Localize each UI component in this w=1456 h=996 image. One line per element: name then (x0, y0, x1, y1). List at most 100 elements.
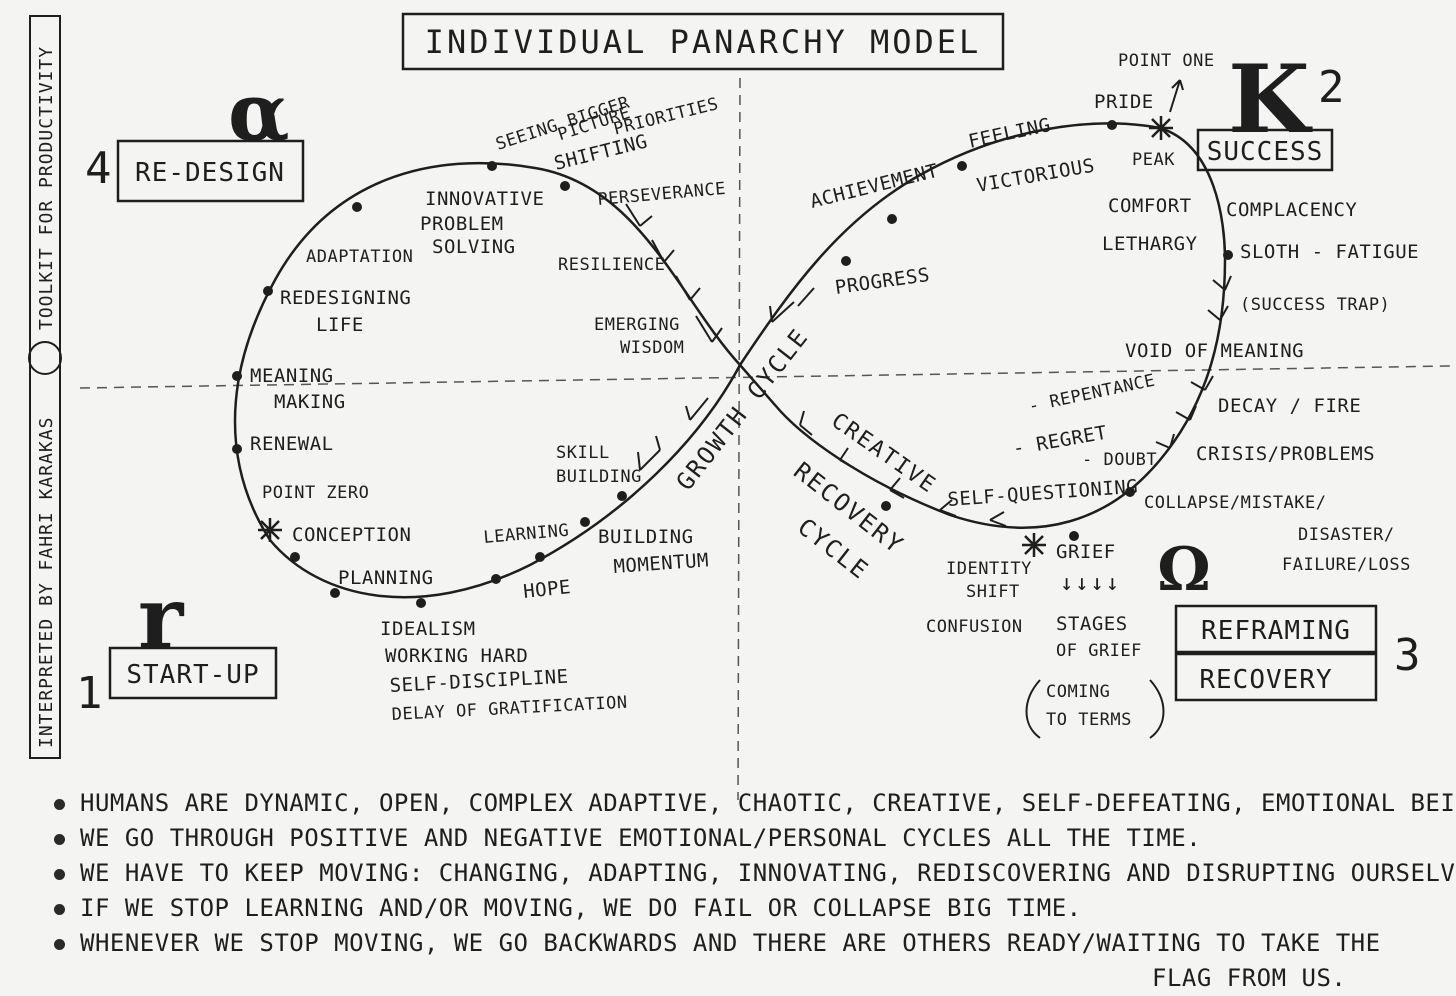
building-skill-label: BUILDING (556, 467, 642, 487)
learning-label: LEARNING (483, 521, 570, 548)
building-momentum-label-2: MOMENTUM (613, 549, 710, 578)
making-label: MAKING (274, 391, 346, 413)
peak-label: PEAK (1132, 150, 1175, 170)
startup-box (108, 646, 278, 700)
wisdom-label: WISDOM (620, 338, 684, 358)
phase-number-1: 1 (76, 668, 103, 719)
coming-to-terms-bracket-left (1025, 679, 1041, 739)
point-one-label: POINT ONE (1118, 51, 1215, 71)
grief-down-arrows: ↓↓↓↓ (1060, 571, 1121, 596)
omega-symbol: Ω (1157, 535, 1210, 605)
infinity-loop-right (738, 122, 1227, 529)
infinity-loop-left (233, 161, 742, 599)
author-logo (28, 341, 62, 375)
identity-shift-burst (1022, 533, 1046, 557)
success-trap-label: (SUCCESS TRAP) (1240, 295, 1390, 315)
skill-label: SKILL (556, 443, 610, 463)
to-terms-label: TO TERMS (1046, 710, 1132, 730)
point-one-arrow (1169, 79, 1184, 113)
sloth-fatigue-label: SLOTH - FATIGUE (1240, 241, 1419, 263)
phase-number-2: 2 (1318, 62, 1345, 113)
pride-label: PRIDE (1094, 91, 1154, 113)
collapse-label: COLLAPSE/MISTAKE/ (1144, 493, 1327, 513)
doubt-label: - DOUBT (1082, 450, 1157, 470)
disaster-label: DISASTER/ (1298, 525, 1395, 545)
failure-loss-label: FAILURE/LOSS (1282, 555, 1411, 575)
recovery-label: RECOVERY (1199, 665, 1332, 695)
credit-box (29, 15, 61, 759)
coming-to-terms-bracket-right (1149, 679, 1165, 739)
success-label: SUCCESS (1207, 137, 1324, 167)
credit-suffix: TOOLKIT FOR PRODUCTIVITY (36, 46, 57, 330)
perseverance-label: PERSEVERANCE (597, 179, 727, 210)
of-grief-label: OF GRIEF (1056, 641, 1142, 661)
crisis-problems-label: CRISIS/PROBLEMS (1196, 443, 1375, 465)
stage-dots (232, 120, 1233, 608)
lethargy-label: LETHARGY (1102, 233, 1198, 255)
confusion-label: CONFUSION (926, 617, 1023, 637)
recovery-box (1174, 652, 1378, 702)
solving-label: SOLVING (432, 236, 516, 258)
note-item: HUMANS ARE DYNAMIC, OPEN, COMPLEX ADAPTI… (52, 786, 1456, 821)
conception-label: CONCEPTION (292, 524, 411, 546)
startup-label: START-UP (126, 660, 259, 690)
self-discipline-label: SELF-DISCIPLINE (389, 666, 569, 697)
progress-label: PROGRESS (834, 264, 932, 299)
note-item-continuation: FLAG FROM US. (1152, 964, 1347, 992)
page-title: INDIVIDUAL PANARCHY MODEL (425, 23, 982, 61)
delay-gratification-label: DELAY OF GRATIFICATION (391, 693, 628, 725)
alpha-symbol: α (228, 65, 290, 159)
title-box (401, 12, 1005, 71)
growth-arrows (625, 203, 815, 471)
phase-number-3: 3 (1394, 630, 1421, 681)
repentance-label: - REPENTANCE (1027, 371, 1157, 417)
note-item: WHENEVER WE STOP MOVING, WE GO BACKWARDS… (52, 926, 1442, 961)
growth-cycle-label: GROWTH CYCLE (671, 323, 815, 496)
meaning-label: MEANING (250, 365, 334, 387)
problem-label: PROBLEM (420, 213, 504, 235)
note-item: WE HAVE TO KEEP MOVING: CHANGING, ADAPTI… (52, 856, 1456, 891)
building-momentum-label-1: BUILDING (598, 526, 694, 548)
reframing-box (1174, 604, 1378, 654)
r-symbol: r (138, 568, 185, 669)
reframing-label: REFRAMING (1201, 616, 1351, 646)
resilience-label: RESILIENCE (558, 255, 665, 275)
success-box (1196, 128, 1334, 172)
working-hard-label: WORKING HARD (385, 645, 528, 667)
innovative-label: INNOVATIVE (425, 188, 544, 210)
notes-list: HUMANS ARE DYNAMIC, OPEN, COMPLEX ADAPTI… (52, 786, 1456, 996)
redesign-label: RE-DESIGN (135, 158, 285, 188)
feeling-label: FEELING (966, 114, 1052, 153)
stages-label: STAGES (1056, 613, 1128, 635)
emerging-label: EMERGING (594, 315, 680, 335)
point-zero-burst (258, 518, 282, 542)
identity-label: IDENTITY (946, 559, 1032, 579)
hope-label: HOPE (522, 576, 572, 603)
self-questioning-label: SELF-QUESTIONING (947, 476, 1139, 511)
vertical-axis (737, 77, 741, 801)
point-zero-label: POINT ZERO (262, 483, 369, 503)
victorious-label: VICTORIOUS (975, 155, 1096, 197)
shift-label: SHIFT (966, 582, 1020, 602)
recovery-arrows (799, 410, 1007, 527)
horizontal-axis (79, 365, 1451, 389)
coming-label: COMING (1046, 682, 1110, 702)
grief-label: GRIEF (1056, 541, 1116, 563)
complacency-label: COMPLACENCY (1226, 199, 1357, 221)
idealism-label: IDEALISM (380, 618, 476, 640)
adaptation-label: ADAPTATION (306, 247, 413, 267)
planning-label: PLANNING (338, 567, 434, 589)
comfort-label: COMFORT (1108, 195, 1192, 217)
decline-arrows (1155, 275, 1232, 449)
decay-fire-label: DECAY / FIRE (1218, 395, 1361, 417)
note-item: WE GO THROUGH POSITIVE AND NEGATIVE EMOT… (52, 821, 1442, 856)
void-of-meaning-label: VOID OF MEANING (1125, 340, 1304, 362)
redesign-box (116, 139, 305, 203)
redesigning-label: REDESIGNING (280, 287, 411, 309)
peak-burst (1149, 116, 1173, 140)
k-symbol: K (1228, 45, 1313, 155)
note-item: IF WE STOP LEARNING AND/OR MOVING, WE DO… (52, 891, 1442, 926)
life-label: LIFE (316, 314, 364, 336)
renewal-label: RENEWAL (250, 433, 334, 455)
